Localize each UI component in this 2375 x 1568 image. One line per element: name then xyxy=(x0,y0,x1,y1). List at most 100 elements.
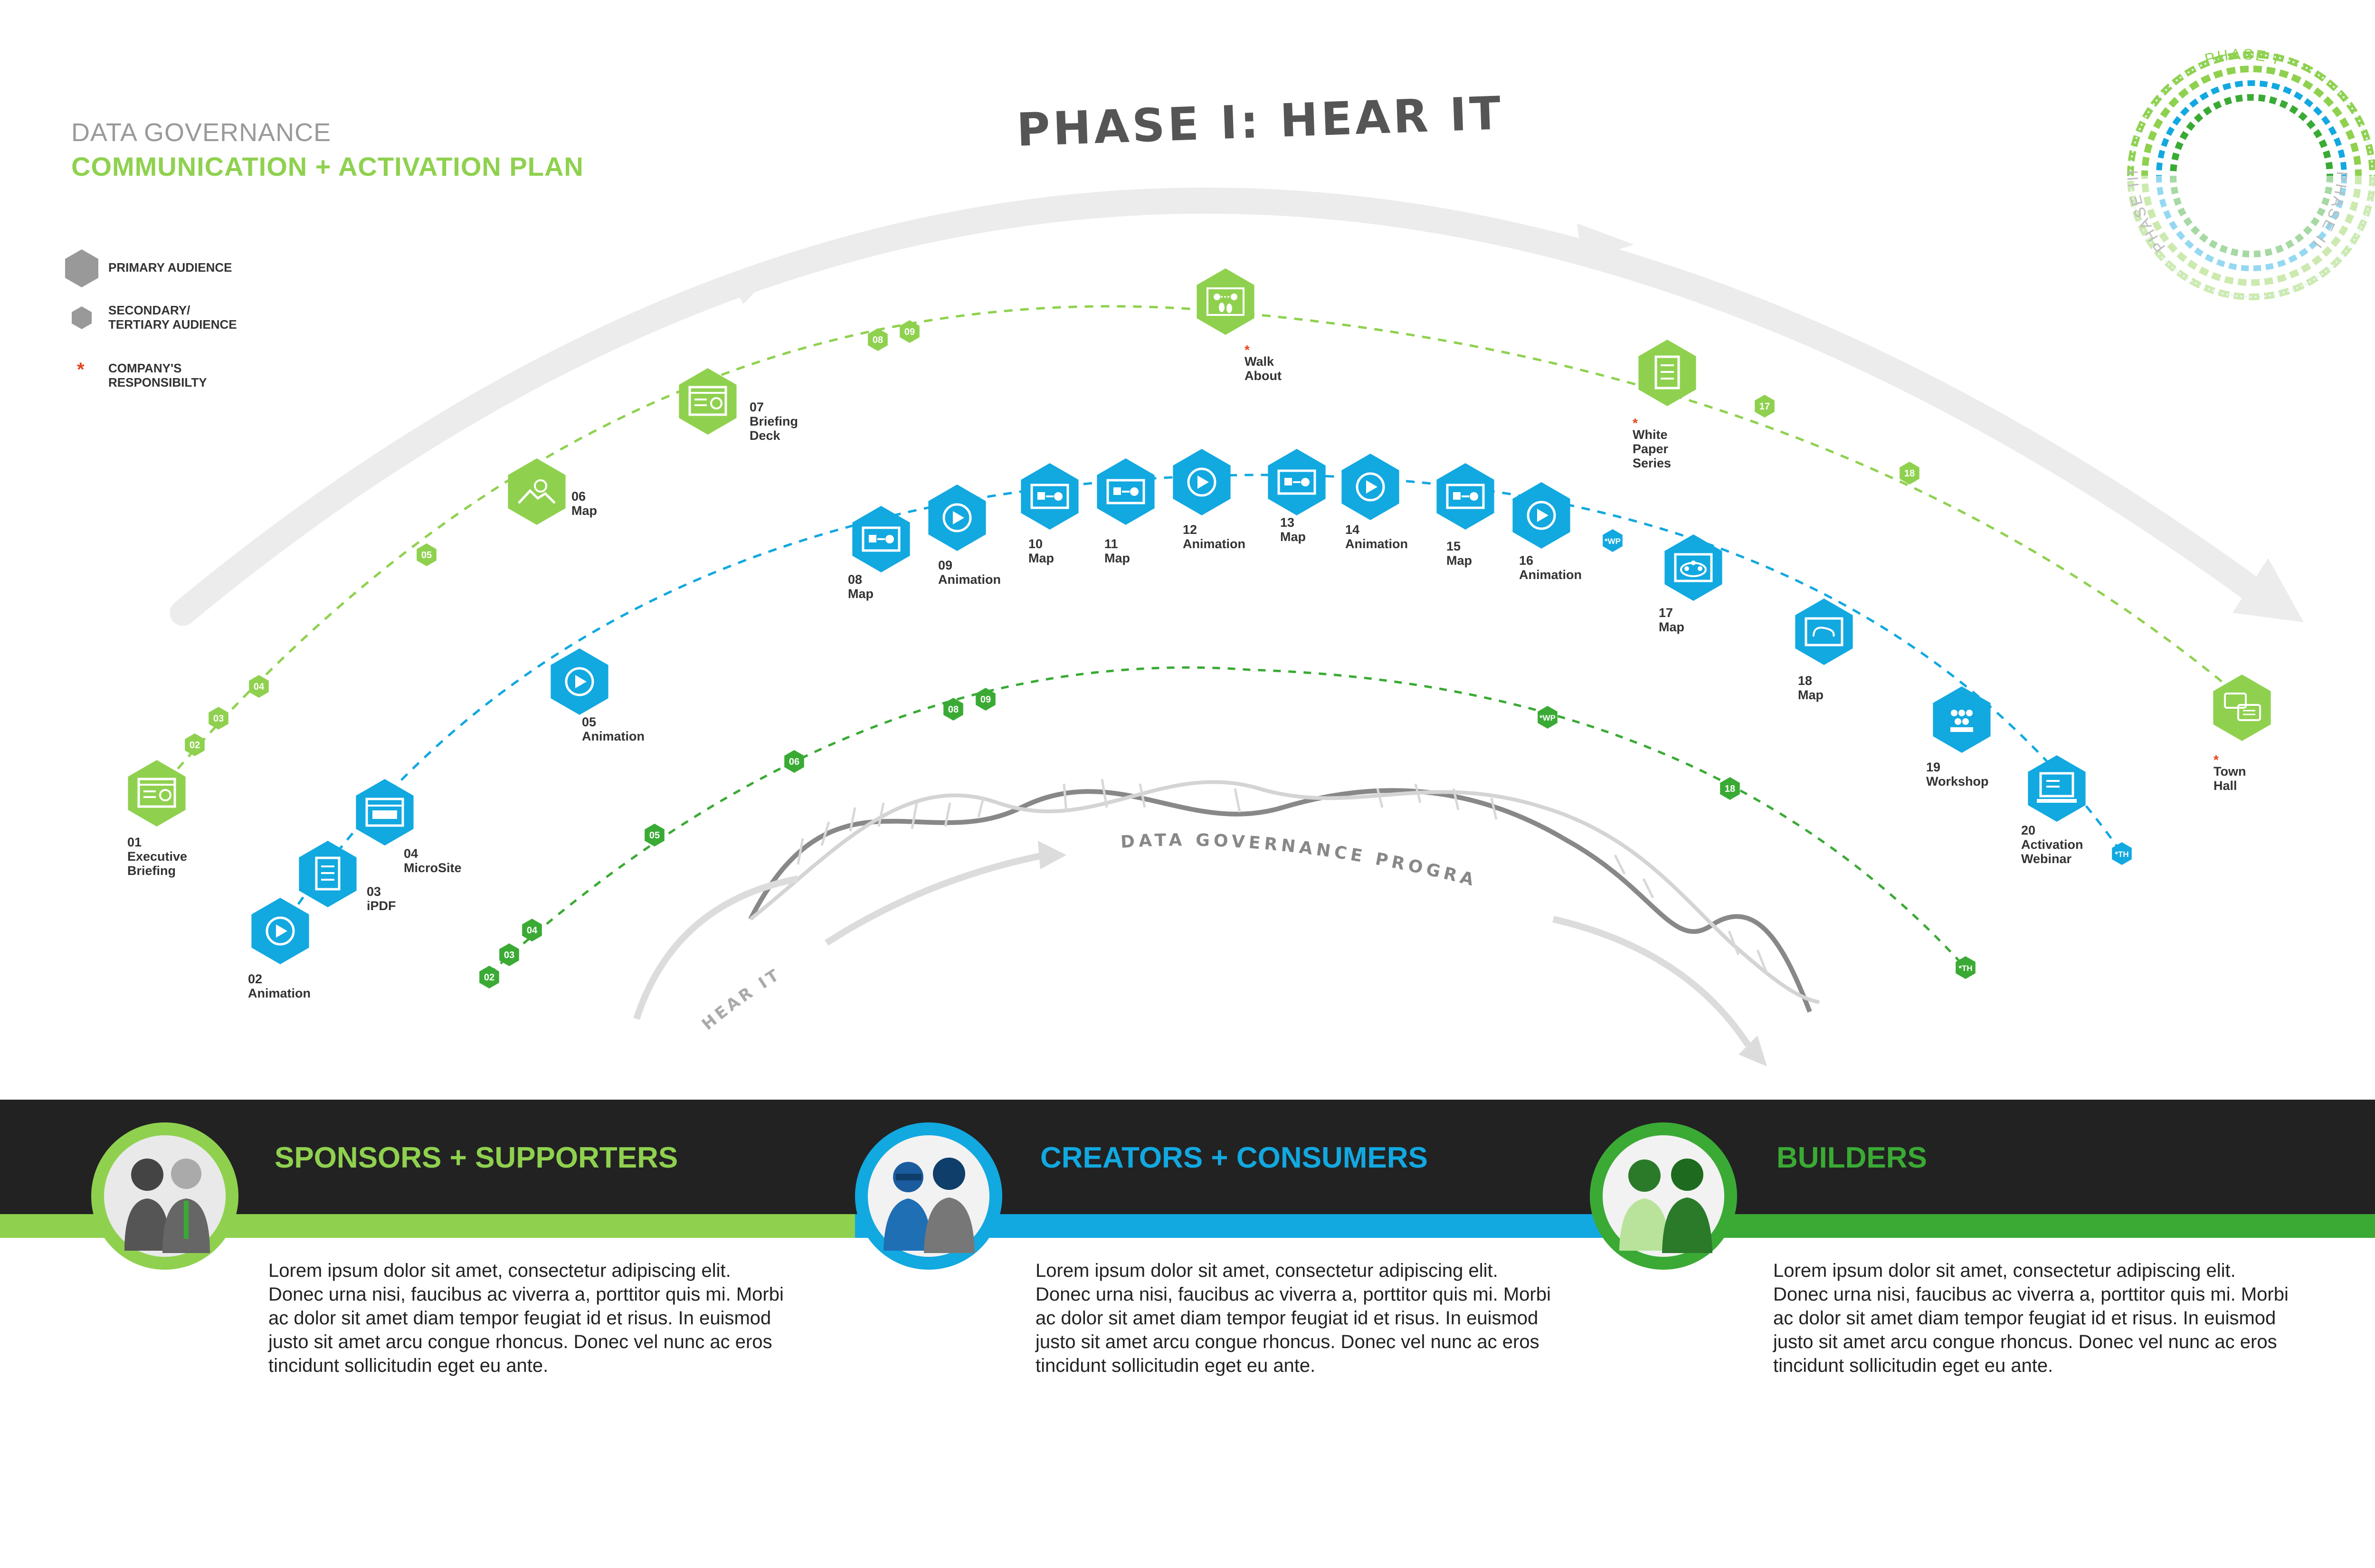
track-marker xyxy=(943,698,963,721)
play-icon xyxy=(266,916,295,946)
node-label-line: Map xyxy=(1104,551,1130,565)
node-hexagon[interactable] xyxy=(1795,599,1853,665)
node-label-line: Animation xyxy=(248,986,311,1000)
track-marker-label: 02 xyxy=(484,972,494,983)
legend-responsibility-line2: RESPONSIBILTY xyxy=(108,375,207,390)
footsteps-icon xyxy=(1206,287,1244,316)
node-hexagon[interactable] xyxy=(128,760,186,827)
track-marker xyxy=(479,966,499,988)
dna-helix xyxy=(748,779,1820,1013)
node-number: 04 xyxy=(404,846,418,861)
track-marker-label: 09 xyxy=(980,694,991,705)
creators-people-icon xyxy=(868,1135,989,1257)
track-marker xyxy=(522,919,542,941)
audience-title-sponsors: SPONSORS + SUPPORTERS xyxy=(275,1141,678,1174)
node-label-line: Series xyxy=(1633,456,1672,470)
audience-body-creators: Lorem ipsum dolor sit amet, consectetur … xyxy=(1036,1260,1551,1376)
node-label-line: Walk xyxy=(1244,354,1274,369)
track-marker xyxy=(784,750,804,773)
track-marker-label: 06 xyxy=(789,757,799,767)
play-icon xyxy=(1356,472,1385,502)
document-icon xyxy=(315,856,341,891)
legend-responsibility-label: COMPANY'S RESPONSIBILTY xyxy=(108,361,207,390)
track-marker xyxy=(1720,777,1740,800)
track-marker xyxy=(1755,395,1775,418)
node-number: 07 xyxy=(750,400,764,414)
track-marker-label: *TH xyxy=(1958,964,1972,973)
node-hexagon[interactable] xyxy=(679,368,737,435)
node-label-line: Briefing xyxy=(750,414,798,428)
node-label-line: Map xyxy=(1280,530,1306,544)
legend-secondary-hexagon xyxy=(72,306,92,329)
legend-responsibility-line1: COMPANY'S xyxy=(108,361,182,375)
track-marker-label: *WP xyxy=(1539,713,1556,722)
node-number: 01 xyxy=(127,835,142,849)
program-arrowhead-right xyxy=(1738,1036,1767,1066)
track-marker xyxy=(1603,529,1623,552)
flow-map-icon xyxy=(862,526,901,552)
track-marker-label: 04 xyxy=(527,925,538,936)
node-hexagon[interactable] xyxy=(1197,268,1254,335)
node-number: 11 xyxy=(1104,537,1118,551)
node-label-line: Animation xyxy=(582,729,645,743)
phase-arc-arrowhead xyxy=(2232,558,2304,622)
node-number: 02 xyxy=(248,972,263,986)
node-number: 08 xyxy=(848,572,863,587)
node-hexagon[interactable] xyxy=(508,458,566,525)
track-marker xyxy=(185,733,205,756)
track-marker xyxy=(417,543,437,566)
stripe-builders xyxy=(1620,1214,2375,1238)
node-number: 10 xyxy=(1028,537,1043,551)
track-marker xyxy=(499,943,519,966)
node-label-line: Map xyxy=(571,504,597,518)
track-marker-label: *TH xyxy=(2115,850,2128,859)
node-label-line: Map xyxy=(1659,620,1684,634)
node-hexagon[interactable] xyxy=(1933,686,1991,753)
node-label-line: About xyxy=(1244,369,1282,383)
track-marker-label: 08 xyxy=(873,335,883,345)
responsibility-asterisk: * xyxy=(1633,416,1638,430)
node-number: 09 xyxy=(938,558,953,572)
node-label-line: Animation xyxy=(1519,568,1582,582)
track-marker xyxy=(249,675,269,698)
route-map-icon xyxy=(1805,617,1843,646)
node-number: 15 xyxy=(1446,539,1461,553)
track-marker xyxy=(976,688,996,711)
track-marker xyxy=(1538,706,1558,729)
node-hexagon[interactable] xyxy=(2028,755,2086,822)
lower-track xyxy=(488,666,1967,975)
play-icon xyxy=(565,667,594,696)
node-label-line: Town xyxy=(2214,764,2246,779)
node-label-line: Webinar xyxy=(2021,852,2072,866)
document-icon xyxy=(1654,355,1680,390)
node-hexagon[interactable] xyxy=(1664,534,1722,601)
browser-icon xyxy=(365,798,404,827)
sponsors-avatar xyxy=(91,1122,238,1270)
track-marker-label: 02 xyxy=(190,740,200,751)
audience-title-creators: CREATORS + CONSUMERS xyxy=(1040,1141,1428,1174)
node-label-line: Paper xyxy=(1633,442,1669,456)
track-marker-label: 05 xyxy=(421,550,432,561)
network-map-icon xyxy=(1674,553,1713,582)
track-marker xyxy=(868,328,888,351)
track-marker-label: 18 xyxy=(1904,468,1915,479)
phase-wheel-label-1: PHASE I xyxy=(2203,46,2282,68)
track-marker-label: *WP xyxy=(1605,537,1621,546)
node-label-line: Map xyxy=(848,587,874,601)
track-marker xyxy=(645,824,665,846)
flow-map-icon xyxy=(1030,484,1069,509)
track-marker xyxy=(1900,462,1919,485)
play-icon xyxy=(1187,467,1216,497)
